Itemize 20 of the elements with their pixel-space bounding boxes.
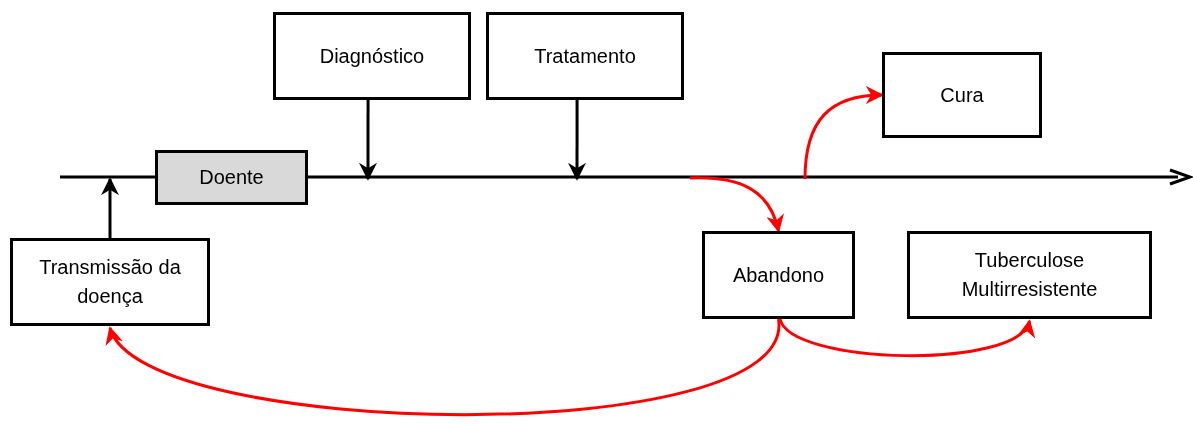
- box-label: Abandono: [732, 262, 825, 288]
- process-box: [882, 52, 1042, 138]
- box-label: Transmissão da doença: [38, 255, 182, 309]
- arrow: [108, 318, 780, 417]
- box-label: Tratamento: [534, 43, 636, 69]
- process-box: [10, 238, 210, 326]
- arrow: [568, 100, 586, 181]
- arrow: [101, 177, 119, 238]
- box-label: Doente: [199, 165, 264, 190]
- process-box: [273, 12, 471, 100]
- arrow: [803, 86, 884, 180]
- process-box: [907, 231, 1152, 319]
- box-label: Cura: [940, 82, 984, 108]
- box-label: Diagnóstico: [319, 43, 425, 69]
- process-box: [702, 231, 855, 319]
- arrow: [689, 176, 784, 233]
- box-label: Tuberculose Multirresistente: [960, 248, 1099, 302]
- process-box: [486, 12, 684, 100]
- arrow: [359, 100, 377, 181]
- state-box: [155, 150, 308, 205]
